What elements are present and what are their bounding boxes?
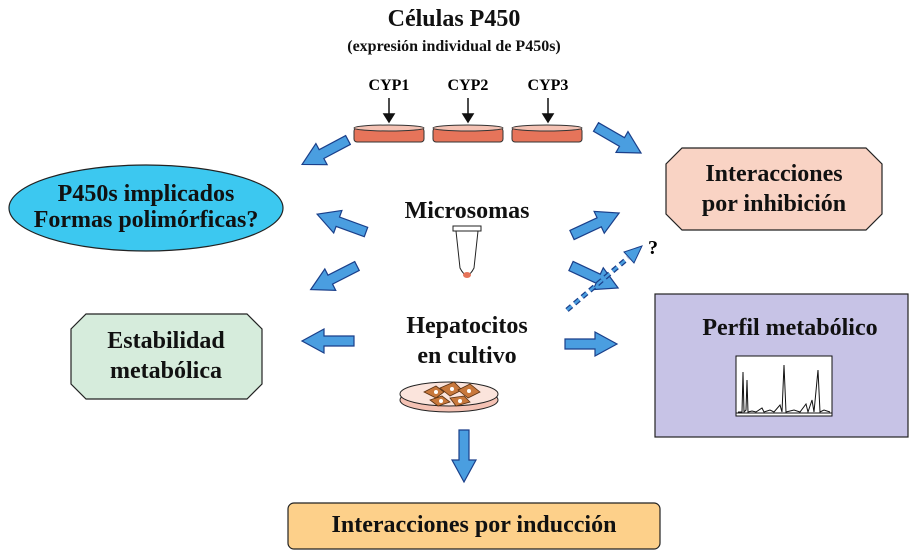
arrow-microsomas-to-inhibicion [566, 201, 625, 247]
perfil-metabolico-label: Perfil metabólico [702, 315, 878, 341]
petri-dish-cyp1 [353, 124, 425, 143]
hepatocitos-line1: Hepatocitos [406, 313, 528, 339]
arrow-microsomas-to-estabilidad [304, 254, 364, 301]
arrow-hepatocitos-to-perfil [564, 331, 618, 357]
p450-implicados-ellipse [8, 164, 284, 252]
hepatocitos-line2: en cultivo [417, 343, 517, 369]
cyp2-label: CYP2 [447, 77, 489, 94]
hepatocyte-dish-icon [399, 381, 499, 413]
estabilidad-line2: metabólica [110, 358, 222, 384]
microsomas-label: Microsomas [404, 198, 530, 224]
interacciones-inhibicion-label: Interacciones por inhibición [672, 159, 876, 219]
microsome-tube-icon [452, 225, 482, 278]
interacciones-inhibicion-line2: por inhibición [701, 191, 847, 217]
interacciones-inhibicion-line1: Interacciones [705, 161, 843, 187]
hepatocitos-label: Hepatocitos en cultivo [367, 311, 567, 371]
arrow-microsomas-to-p450 [312, 202, 371, 244]
cell-line-dishes [353, 124, 583, 143]
interacciones-inhibicion-box [665, 147, 883, 231]
estabilidad-metabolica-box [70, 313, 263, 400]
diagram-title: Células P450 [387, 6, 521, 32]
dashed-arrow-perfil-to-inhibicion [565, 245, 643, 312]
cyp-arrows [382, 98, 555, 124]
interacciones-induccion-label: Interacciones por inducción [331, 512, 617, 538]
arrow-dishes-to-p450 [295, 128, 355, 176]
p450-implicados-line2: Formas polimórficas? [33, 207, 259, 233]
petri-dish-cyp2 [432, 124, 504, 143]
flow-arrows [295, 116, 648, 483]
petri-dish-cyp3 [511, 124, 583, 143]
cyp3-label: CYP3 [527, 77, 569, 94]
cyp1-label: CYP1 [368, 77, 410, 94]
question-mark: ? [648, 237, 658, 259]
chromatogram-icon [735, 355, 833, 417]
estabilidad-line1: Estabilidad [107, 328, 225, 354]
arrow-dishes-to-inhibicion [589, 116, 648, 164]
arrow-microsomas-to-perfil [565, 254, 624, 300]
estabilidad-metabolica-label: Estabilidad metabólica [76, 326, 256, 386]
arrow-hepatocitos-to-induccion [451, 429, 477, 483]
diagram-subtitle: (expresión individual de P450s) [347, 38, 561, 55]
p450-implicados-line1: P450s implicados [57, 181, 235, 207]
arrow-hepatocitos-to-estabilidad [301, 328, 355, 354]
interacciones-induccion-box [287, 502, 661, 550]
p450-implicados-label: P450s implicados Formas polimórficas? [16, 181, 276, 233]
